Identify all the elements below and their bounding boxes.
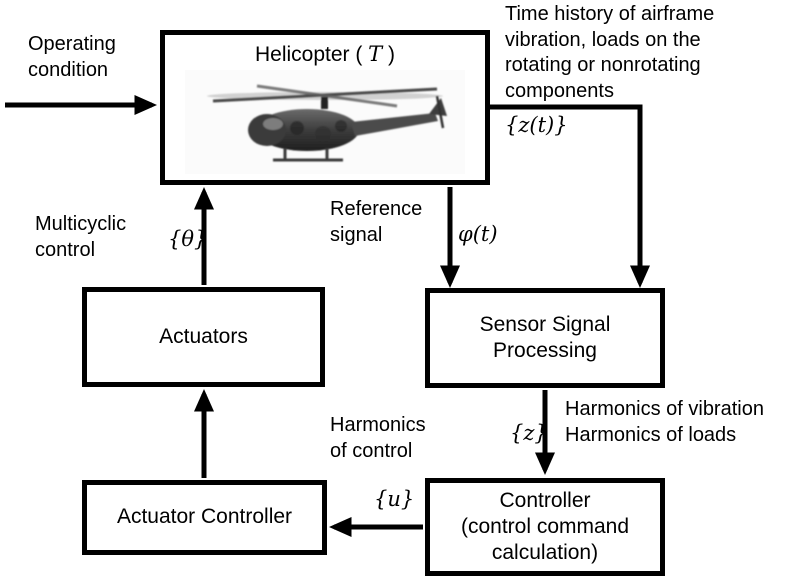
helicopter-box-title: Helicopter ( T ) (254, 42, 396, 66)
u-signal-label: {u} (374, 487, 415, 511)
sensor-box-label: Sensor Signal Processing (479, 312, 611, 362)
z-signal-label: {z} (510, 421, 548, 445)
harmonics-of-control-label: Harmonics of control (330, 414, 426, 462)
operating-condition-label: Operating condition (28, 33, 116, 81)
theta-signal-label: {θ} (168, 227, 208, 251)
multicyclic-control-label: Multicyclic control (35, 213, 127, 261)
actuators-box: Actuators (82, 287, 325, 387)
actuators-box-label: Actuators (159, 324, 248, 348)
actuator-controller-box: Actuator Controller (82, 480, 327, 555)
reference-signal-label: Reference signal (330, 198, 423, 246)
actuator-controller-box-label: Actuator Controller (116, 505, 293, 529)
harmonics-vibration-loads-label: Harmonics of vibration Harmonics of load… (565, 398, 764, 446)
controller-box-label: Controller (control command calculation) (460, 488, 630, 565)
helicopter-image (185, 70, 465, 175)
helicopter-box: Helicopter ( T ) (160, 30, 490, 185)
sensor-signal-processing-box: Sensor Signal Processing (425, 288, 665, 388)
time-history-label: Time history of airframe vibration, load… (505, 3, 715, 102)
phi-signal-label: φ(t) (458, 222, 498, 246)
zt-signal-label: {z(t)} (505, 113, 568, 137)
controller-box: Controller (control command calculation) (425, 478, 665, 576)
